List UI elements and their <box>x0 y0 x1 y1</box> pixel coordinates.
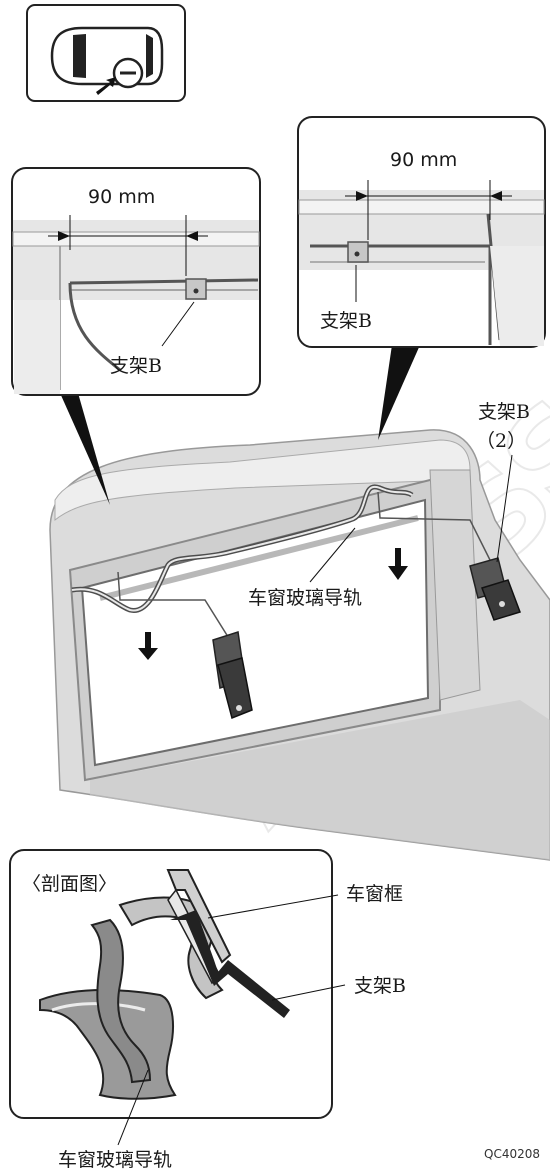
bracket-b-right <box>469 557 521 621</box>
callout-pointer-right <box>378 345 420 440</box>
figure-code: QC40208 <box>484 1147 540 1161</box>
door-illustration <box>49 429 550 861</box>
dimension-label-right: 90 mm <box>390 149 457 171</box>
bracket-b-count: （2） <box>476 430 526 452</box>
detail-callout-right: 90 mm 支架B <box>297 116 546 348</box>
callout-pointer-left <box>60 393 110 505</box>
cross-section-callout: 〈剖面图〉 <box>9 849 346 1146</box>
section-bracket-b-label: 支架B <box>354 975 406 997</box>
vehicle-location-icon <box>26 4 186 102</box>
bracket-b-label-left: 支架B <box>110 355 162 377</box>
bracket-b-label-right: 支架B <box>320 310 372 332</box>
detail-callout-left: 90 mm 支架B <box>11 167 261 396</box>
dimension-label-left: 90 mm <box>88 186 155 208</box>
bracket-b-center <box>212 631 253 720</box>
window-frame-label: 车窗框 <box>346 883 403 905</box>
window-glass-guide-label: 车窗玻璃导轨 <box>248 587 362 609</box>
cross-section-title: 〈剖面图〉 <box>22 873 117 895</box>
section-window-guide-label: 车窗玻璃导轨 <box>58 1149 172 1171</box>
bracket-b-label-main: 支架B <box>478 401 530 423</box>
